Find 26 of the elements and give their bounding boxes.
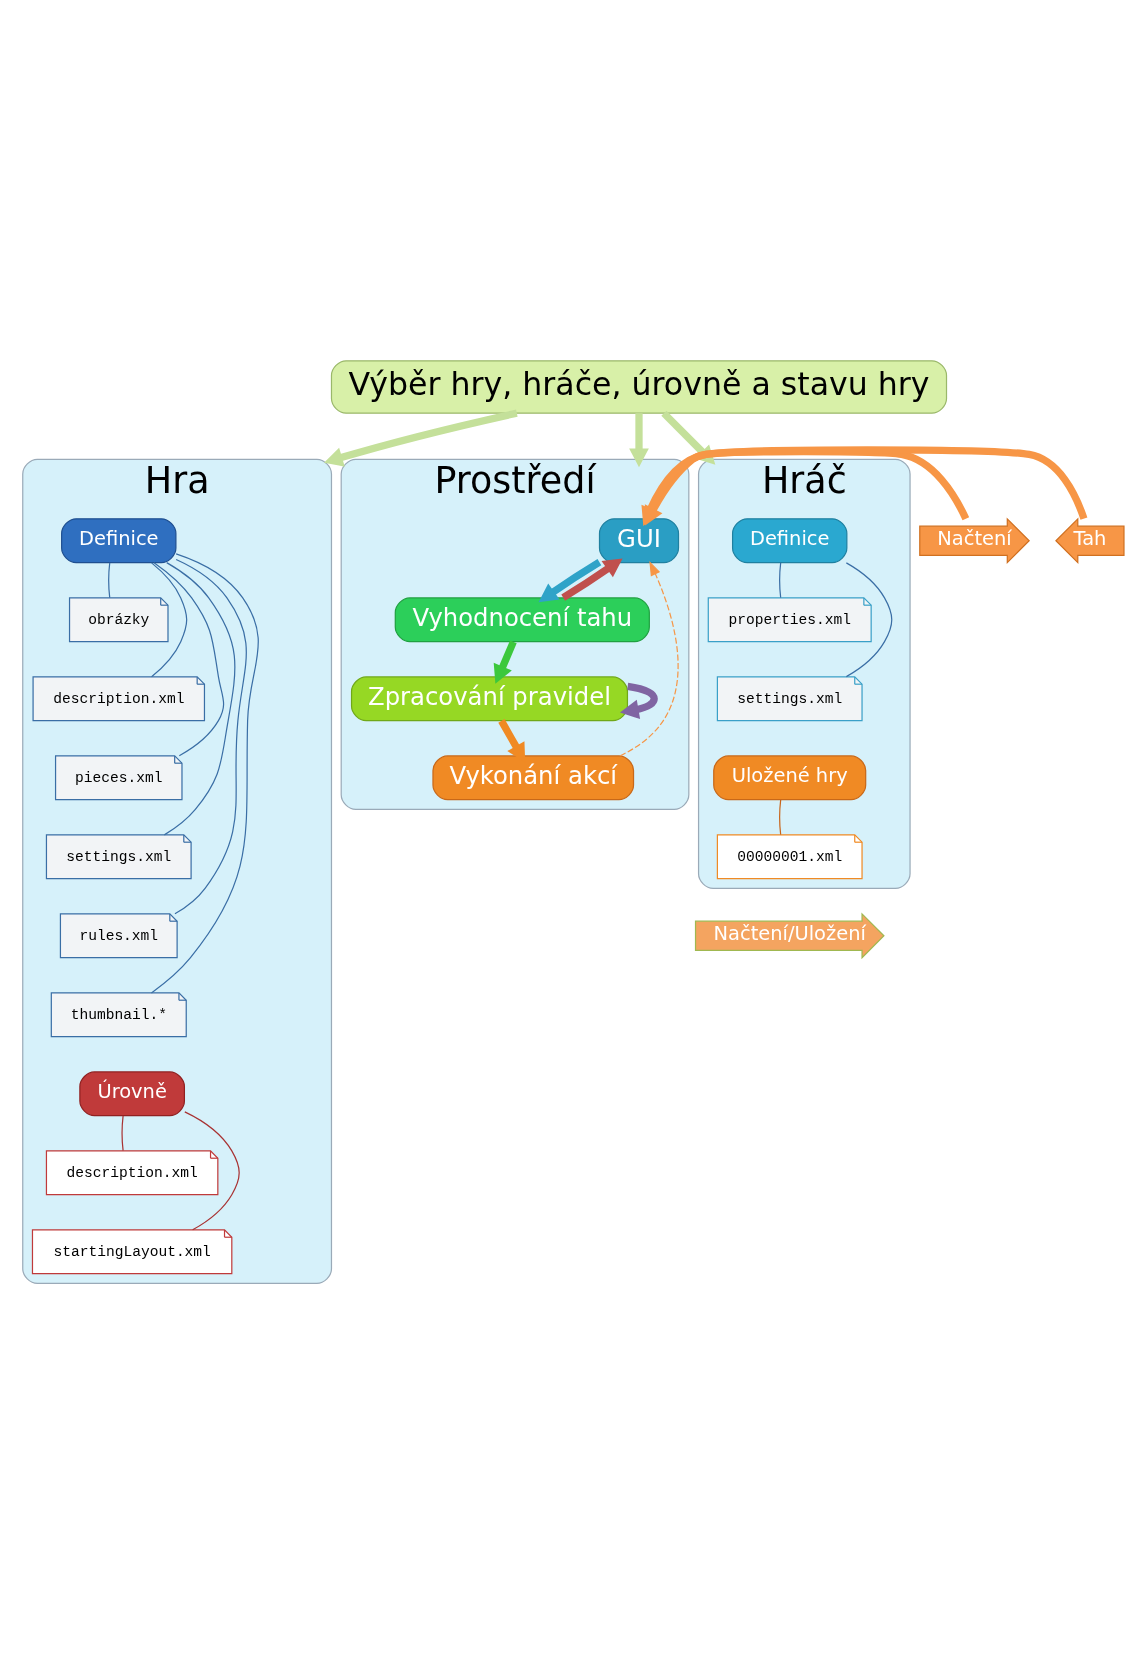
node-box: GUI	[598, 518, 680, 564]
connector	[779, 799, 782, 836]
connector	[163, 562, 236, 836]
connector	[150, 553, 259, 994]
connector	[153, 562, 225, 757]
node-box: Vykonání akcí	[432, 755, 635, 801]
arrow	[619, 682, 658, 720]
connector	[108, 562, 111, 599]
connector	[150, 562, 188, 678]
connector	[845, 562, 893, 678]
connector	[184, 1111, 240, 1231]
node-box: Vyhodnocení tahu	[394, 597, 650, 643]
arrow	[561, 558, 623, 601]
arrow	[323, 409, 518, 467]
node-box: Definice	[61, 518, 177, 564]
node-box: Zpracování pravidel	[350, 676, 629, 722]
arrow	[538, 558, 602, 603]
arrow	[619, 561, 679, 757]
node-box: Uložené hry	[713, 755, 867, 801]
arrow	[629, 413, 649, 468]
node-box: Úrovně	[79, 1071, 185, 1117]
connector	[779, 562, 782, 599]
arrow	[493, 640, 517, 684]
node-box: Výběr hry, hráče, úrovně a stavu hry	[330, 360, 948, 414]
node-box: Definice	[732, 518, 848, 564]
connector	[121, 1115, 124, 1152]
